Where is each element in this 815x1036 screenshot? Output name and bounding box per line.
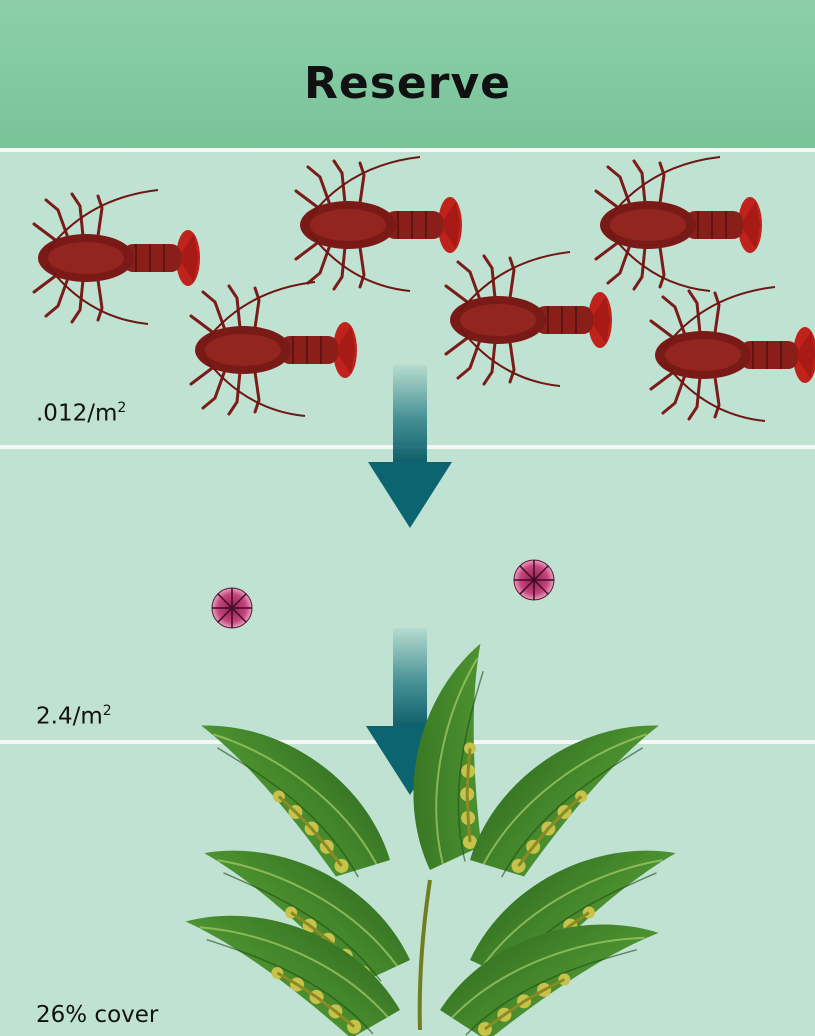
sea-urchin-icon [514,560,554,600]
kelp-icon [167,635,699,1036]
down-arrow-icon [368,365,452,528]
lobster-icon [651,287,815,421]
sea-urchin-icon [212,588,252,628]
lobster-icon [446,252,612,386]
lobster-icon [34,190,200,324]
lobster-icon [296,157,462,291]
lobster-icon [191,282,357,416]
lobster-icon [596,157,762,291]
